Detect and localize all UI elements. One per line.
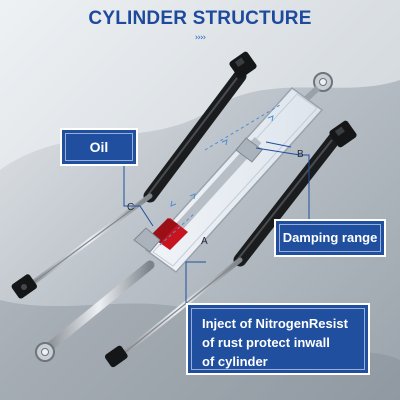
callout-oil-text: Oil xyxy=(89,139,109,155)
cylinder-cutaway xyxy=(35,72,333,362)
callout-damping-range-text: Damping range xyxy=(282,230,378,245)
background-highlight xyxy=(0,0,400,170)
decorative-chevrons: ›››› xyxy=(194,33,206,43)
leader-lines xyxy=(123,141,310,303)
callout-nitrogen-injection: Inject of NitrogenResist of rust protect… xyxy=(186,303,370,375)
callout-inject-line-2: of rust protect inwall xyxy=(202,335,330,350)
callout-damping-range: Damping range xyxy=(274,219,386,257)
marker-a: A xyxy=(201,236,208,247)
page-title: CYLINDER STRUCTURE xyxy=(88,8,312,29)
callout-inject-line-3: of cylinder xyxy=(202,354,268,369)
gas-strut-right xyxy=(104,120,357,368)
marker-b: B xyxy=(297,149,304,160)
callout-oil: Oil xyxy=(60,128,138,166)
gas-strut-left xyxy=(11,51,257,299)
marker-c: C xyxy=(127,202,135,213)
callout-inject-line-1: Inject of NitrogenResist xyxy=(202,316,348,331)
